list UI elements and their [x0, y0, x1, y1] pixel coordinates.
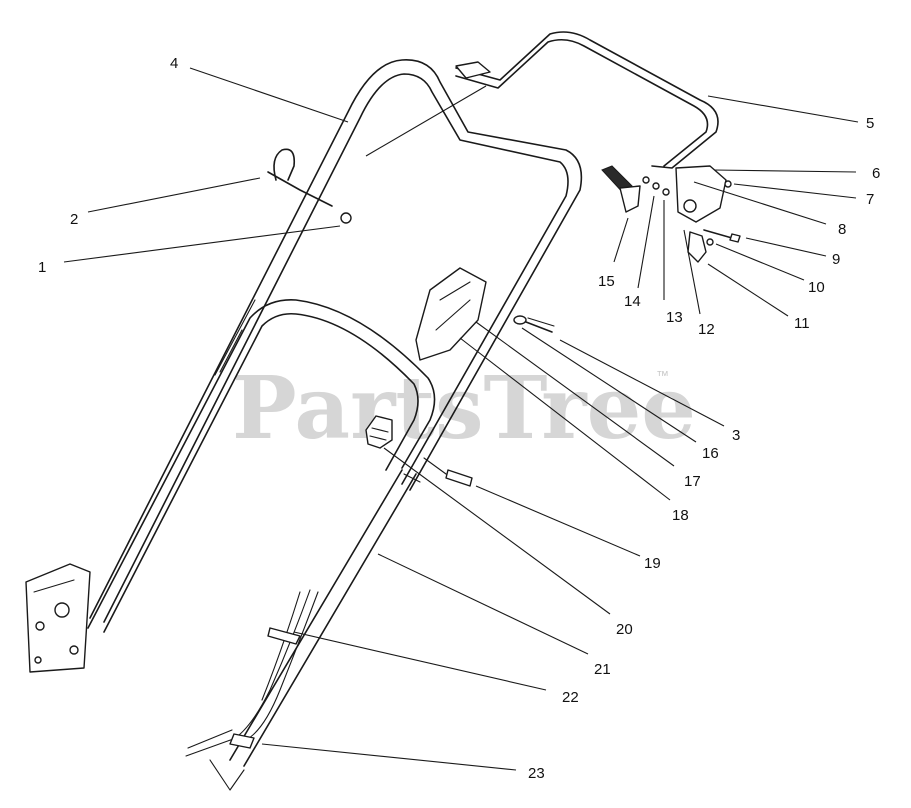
callout-1: 1 — [38, 259, 46, 276]
callout-22: 22 — [562, 689, 579, 706]
watermark-tm: ™ — [656, 368, 669, 383]
callout-6: 6 — [872, 165, 880, 182]
callout-8: 8 — [838, 221, 846, 238]
callout-17: 17 — [684, 473, 701, 490]
upper-handle — [89, 59, 583, 623]
control-assembly — [601, 165, 741, 263]
handle-bracket — [25, 563, 91, 673]
control-bail — [455, 31, 719, 169]
cable-guide — [267, 148, 352, 224]
callout-15: 15 — [598, 273, 615, 290]
watermark: PartsTree ™ — [232, 358, 696, 459]
callout-3: 3 — [732, 427, 740, 444]
callout-5: 5 — [866, 115, 874, 132]
callout-16: 16 — [702, 445, 719, 462]
cable-clamp — [415, 267, 555, 361]
callout-10: 10 — [808, 279, 825, 296]
leader-lines — [63, 67, 859, 771]
callout-labels: 4 5 2 1 6 7 8 9 10 11 12 13 14 15 3 16 1… — [38, 55, 880, 782]
handle-bolt — [423, 457, 473, 487]
callout-7: 7 — [866, 191, 874, 208]
callout-18: 18 — [672, 507, 689, 524]
callout-13: 13 — [666, 309, 683, 326]
handle-knob — [365, 415, 393, 449]
callout-11: 11 — [794, 315, 810, 332]
callout-20: 20 — [616, 621, 633, 638]
control-cables — [185, 589, 319, 757]
callout-12: 12 — [698, 321, 715, 338]
callout-23: 23 — [528, 765, 545, 782]
watermark-text: PartsTree — [232, 358, 696, 459]
callout-9: 9 — [832, 251, 840, 268]
callout-4: 4 — [170, 55, 178, 72]
callout-2: 2 — [70, 211, 78, 228]
callout-21: 21 — [594, 661, 611, 678]
callout-19: 19 — [644, 555, 661, 572]
lower-handle — [87, 299, 436, 791]
callout-14: 14 — [624, 293, 641, 310]
